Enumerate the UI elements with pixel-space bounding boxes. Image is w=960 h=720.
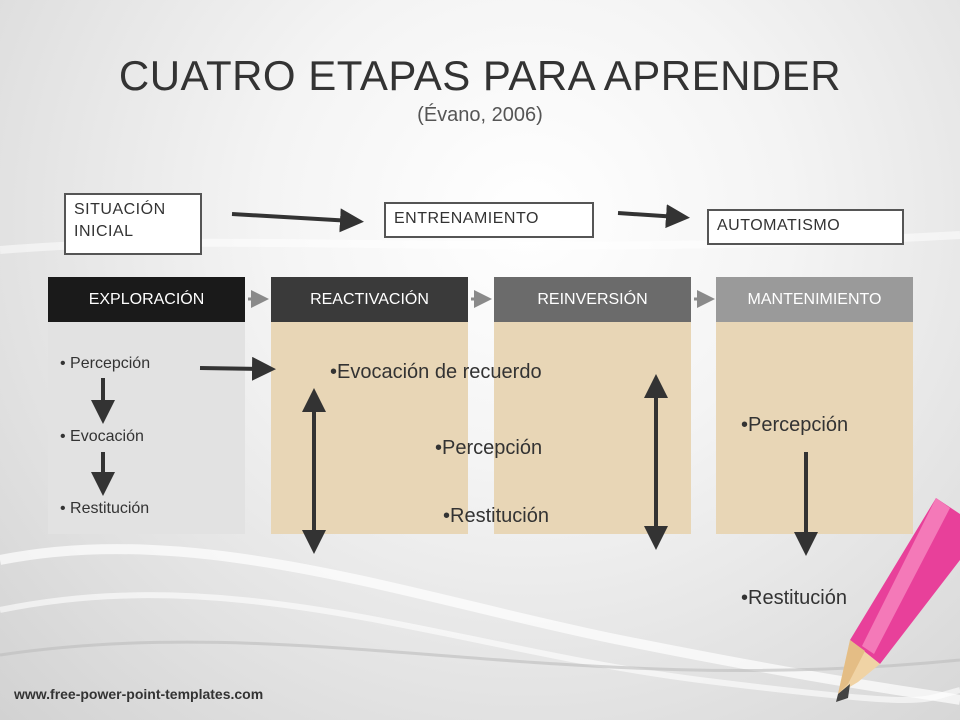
arrow-entrenamiento-automatismo [617,204,690,229]
mantenimiento-item-restitucion: •Restitución [741,587,847,609]
reactivacion-item-percepcion: •Percepción [435,437,543,459]
exploracion-item-evocacion: • Evocación [60,428,144,445]
reactivacion-item-restitucion: •Restitución [443,505,549,527]
pencil-illustration [836,498,960,702]
stage-situacion-inicial: SITUACIÓN INICIAL [64,193,202,255]
column-header-reinversion: REINVERSIÓN [494,277,691,322]
mantenimiento-item-percepcion: •Percepción [741,414,849,436]
column-header-mantenimiento: MANTENIMIENTO [716,277,913,322]
column-body-mantenimiento [716,322,913,534]
column-body-exploracion [48,322,245,534]
stage-automatismo: AUTOMATISMO [707,209,904,245]
page-subtitle: (Évano, 2006) [417,104,543,126]
column-header-reactivacion: REACTIVACIÓN [271,277,468,322]
footer-url: www.free-power-point-templates.com [14,686,264,702]
arrow-to-reactivacion [199,356,276,381]
exploracion-item-restitucion: • Restitución [60,500,150,517]
exploracion-item-percepcion: • Percepción [60,355,151,372]
page-title: CUATRO ETAPAS PARA APRENDER [118,52,842,99]
stage-situacion-line1: SITUACIÓN [74,201,166,218]
column-header-exploracion: EXPLORACIÓN [48,277,245,322]
stage-situacion-line2: INICIAL [74,223,134,240]
stage-entrenamiento: ENTRENAMIENTO [384,202,594,238]
reactivacion-item-evocacion: •Evocación de recuerdo [330,361,542,383]
arrow-situacion-entrenamiento [231,208,364,233]
